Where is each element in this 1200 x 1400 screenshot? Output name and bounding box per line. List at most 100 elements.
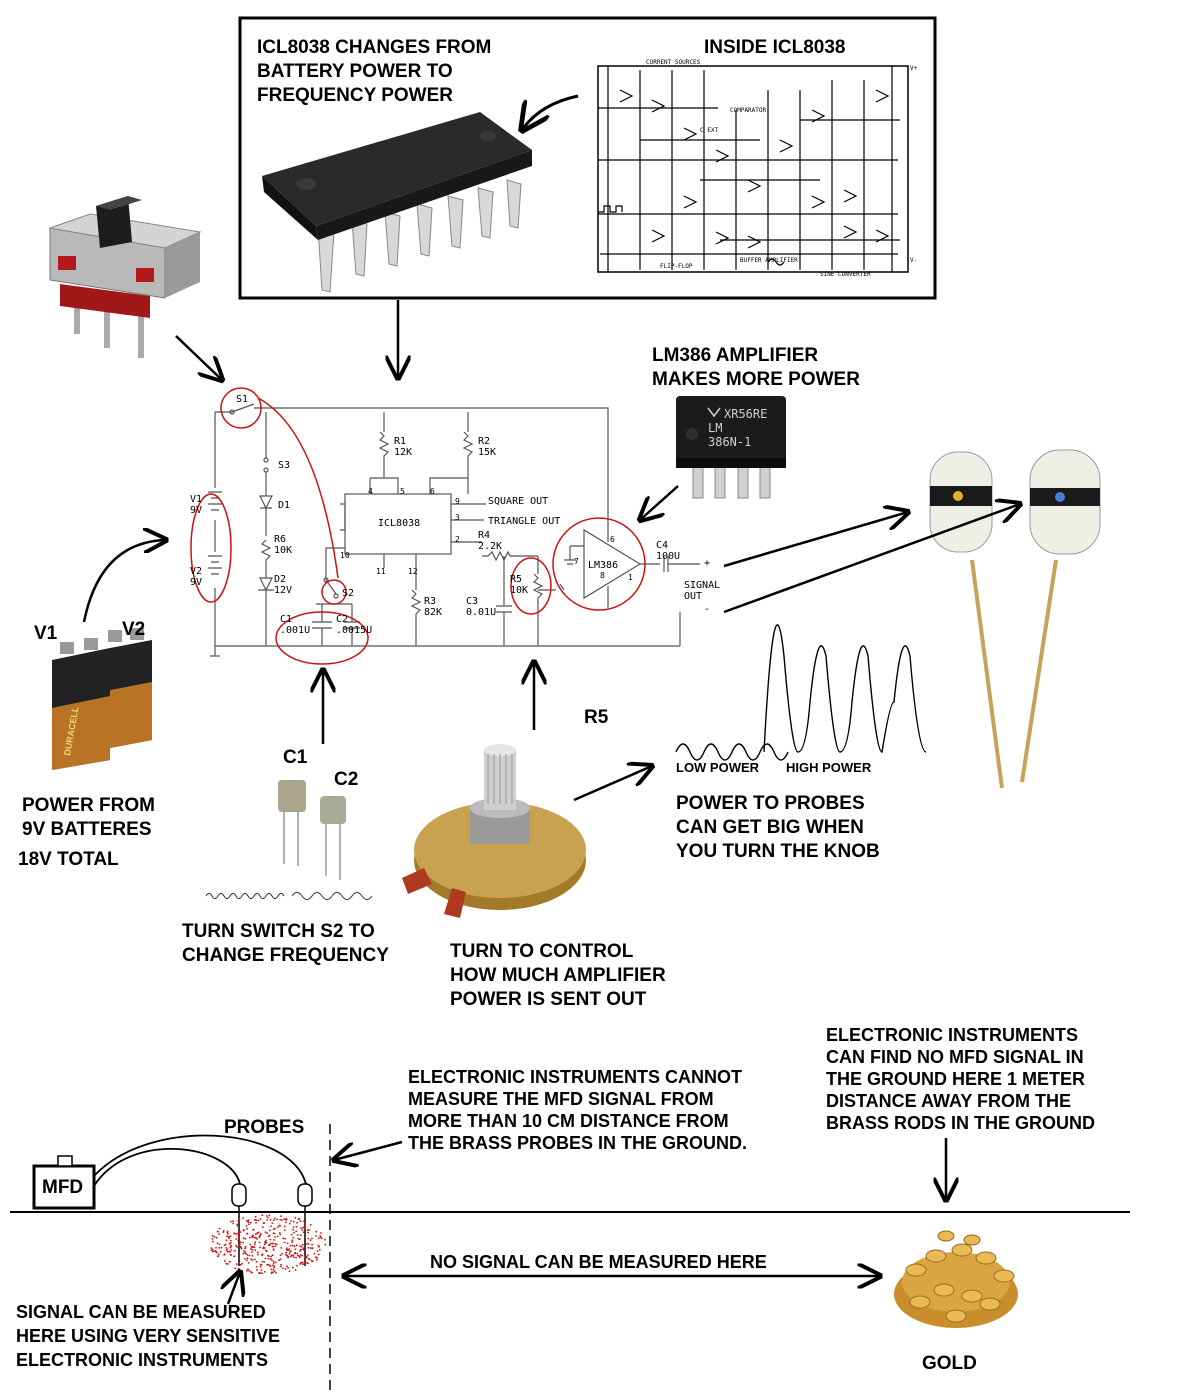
signal-dot — [239, 1243, 241, 1245]
signal-dot — [308, 1229, 310, 1231]
signal-dot — [294, 1248, 297, 1251]
signal-dot — [301, 1229, 304, 1231]
signal-dot — [237, 1219, 240, 1222]
signal-dot — [237, 1234, 240, 1237]
caps-red-oval — [275, 611, 369, 665]
signal-dot — [296, 1234, 299, 1236]
signal-dot — [273, 1227, 276, 1230]
signal-dot — [315, 1235, 317, 1237]
signal-dot — [269, 1257, 272, 1260]
signal-dot — [266, 1219, 269, 1221]
signal-dot — [278, 1259, 280, 1262]
r6-label: R6 10K — [274, 534, 293, 556]
r5-red-oval — [510, 557, 552, 615]
signal-dot — [265, 1215, 268, 1217]
signal-dot — [249, 1236, 251, 1239]
signal-dot — [283, 1229, 286, 1232]
signal-dot — [303, 1262, 306, 1264]
signal-dot — [255, 1266, 258, 1268]
signal-dot — [211, 1234, 214, 1237]
signal-dot — [290, 1254, 293, 1257]
signal-dot — [226, 1235, 228, 1238]
signal-dot — [235, 1263, 238, 1266]
signal-dot — [315, 1230, 318, 1233]
signal-dot — [233, 1232, 236, 1235]
signal-dot — [294, 1216, 297, 1219]
signal-dot — [250, 1258, 253, 1260]
c2-photo-label: C2 — [334, 769, 359, 790]
signal-dot — [272, 1260, 275, 1263]
signal-dot — [316, 1250, 319, 1252]
signal-dot — [237, 1237, 240, 1239]
pin-3: 3 — [455, 513, 460, 522]
signal-dot — [246, 1220, 248, 1222]
signal-dot — [245, 1225, 248, 1227]
buffer-amp-label: BUFFER AMPLIFIER — [740, 257, 798, 264]
signal-dot — [261, 1272, 263, 1275]
signal-dot — [292, 1254, 295, 1257]
signal-dot — [297, 1218, 300, 1221]
signal-dot — [246, 1259, 249, 1261]
signal-dot — [279, 1233, 282, 1236]
signal-dot — [280, 1265, 282, 1268]
signal-dot — [247, 1262, 250, 1264]
signal-dot — [268, 1229, 271, 1232]
signal-dot — [267, 1254, 269, 1257]
signal-dot — [283, 1225, 286, 1228]
signal-dot — [311, 1247, 314, 1249]
signal-dot — [238, 1230, 241, 1232]
lm386-chip-image: XR56RE LM 386N-1 — [676, 396, 786, 499]
signal-dot — [293, 1245, 296, 1248]
signal-dot — [296, 1252, 299, 1255]
signal-dot — [272, 1268, 275, 1271]
signal-dot — [212, 1240, 214, 1243]
signal-dot — [275, 1261, 277, 1264]
no-signal-text: NO SIGNAL CAN BE MEASURED HERE — [430, 1252, 767, 1272]
r4-label: R4 2.2K — [478, 530, 503, 552]
pin-9: 9 — [455, 497, 460, 506]
signal-dot — [244, 1245, 247, 1248]
pin-6: 6 — [430, 487, 435, 496]
signal-dot — [270, 1272, 273, 1275]
bottom-probes — [231, 1183, 313, 1266]
s1-to-s2-red-link — [257, 397, 339, 579]
signal-dot — [237, 1232, 240, 1234]
lm386-chip-text1: XR56RE — [724, 407, 767, 421]
low-power-wave — [675, 743, 789, 761]
signal-dot — [292, 1256, 295, 1259]
signal-dot — [320, 1237, 323, 1240]
signal-dot — [253, 1219, 256, 1221]
signal-dot — [279, 1218, 282, 1221]
signal-dot — [289, 1222, 291, 1225]
signal-dot — [267, 1216, 270, 1219]
signal-dot — [291, 1239, 294, 1242]
signal-dot — [264, 1249, 267, 1252]
signal-dot — [248, 1223, 250, 1226]
signal-dot — [213, 1250, 215, 1253]
signal-dot — [248, 1254, 251, 1257]
r5-photo-label: R5 — [584, 707, 609, 728]
signal-dot — [232, 1222, 235, 1225]
square-out-label: SQUARE OUT — [488, 496, 549, 507]
amp-pin-1: 1 — [628, 573, 633, 582]
signal-dot — [228, 1237, 231, 1240]
signal-dot — [242, 1229, 245, 1231]
signal-dot — [240, 1246, 243, 1249]
signal-dot — [317, 1244, 320, 1247]
signal-dot — [266, 1232, 268, 1234]
signal-dot — [249, 1248, 252, 1250]
signal-dot — [266, 1263, 268, 1266]
signal-dot — [302, 1231, 305, 1234]
signal-dot — [235, 1244, 237, 1247]
signal-dot — [273, 1239, 275, 1241]
signal-dot — [230, 1220, 232, 1223]
signal-dot — [260, 1263, 263, 1266]
signal-dot — [223, 1254, 226, 1256]
s2-label: S2 — [342, 588, 355, 599]
signal-dot — [279, 1254, 282, 1257]
signal-dot — [318, 1248, 321, 1251]
lm386-caption: LM386 AMPLIFIER MAKES MORE POWER — [652, 345, 860, 390]
signal-dot — [255, 1222, 257, 1224]
signal-dot — [300, 1227, 302, 1229]
signal-dot — [268, 1234, 271, 1237]
